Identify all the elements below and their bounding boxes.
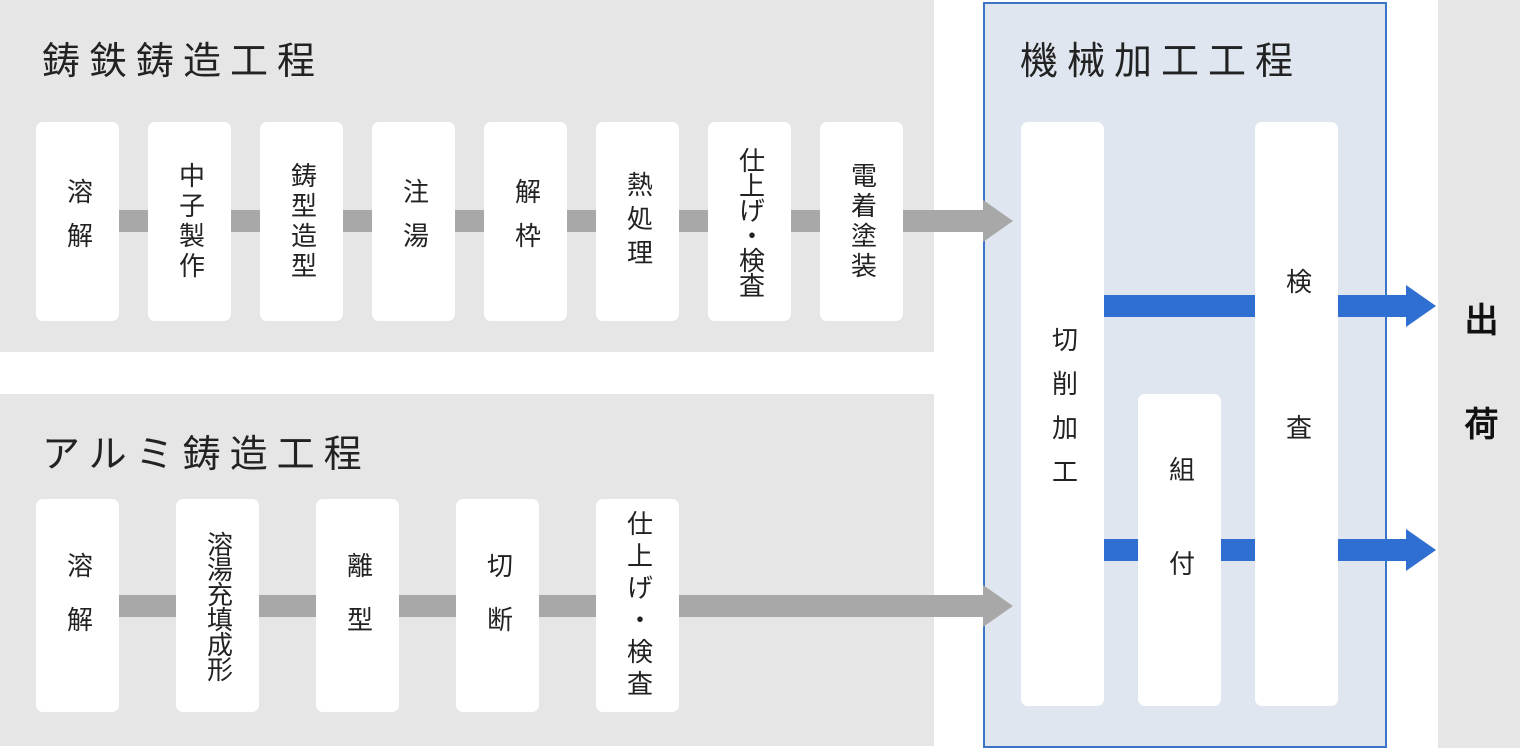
step-label: 溶解 — [62, 551, 93, 660]
ship-lower-arrowhead — [1406, 529, 1436, 571]
step-label: 熱処理 — [622, 170, 653, 273]
iron-step-shakeout: 解枠 — [484, 122, 567, 321]
step-label: 注湯 — [398, 177, 429, 266]
shipping-label: 出荷 — [1458, 302, 1498, 510]
machining-step-assembly: 組付 — [1138, 394, 1221, 706]
assembly-to-inspection-line — [1221, 539, 1255, 561]
step-label: 仕上げ・検査 — [622, 509, 653, 702]
step-label: 切削加工 — [1047, 326, 1078, 502]
iron-step-finishing-inspection: 仕上げ・検査 — [708, 122, 791, 321]
shipping-panel — [1438, 0, 1520, 748]
step-label: 鋳型造型 — [286, 161, 317, 282]
aluminum-step-finishing-inspection: 仕上げ・検査 — [596, 499, 679, 712]
step-label: 中子製作 — [174, 161, 205, 282]
aluminum-step-cutting: 切断 — [456, 499, 539, 712]
ship-upper-arrow-line — [1337, 295, 1409, 317]
cutting-to-assembly-line — [1104, 539, 1138, 561]
machining-step-cutting: 切削加工 — [1021, 122, 1104, 706]
step-label: 溶解 — [62, 177, 93, 266]
ship-upper-arrowhead — [1406, 285, 1436, 327]
iron-step-electrodeposition: 電着塗装 — [820, 122, 903, 321]
iron-step-pouring: 注湯 — [372, 122, 455, 321]
step-label: 電着塗装 — [846, 161, 877, 282]
step-label: 切断 — [482, 551, 513, 660]
step-label: 解枠 — [510, 177, 541, 266]
aluminum-step-die-casting: 溶湯充填成形 — [176, 499, 259, 712]
iron-step-heat-treatment: 熱処理 — [596, 122, 679, 321]
machining-step-inspection: 検査 — [1255, 122, 1338, 706]
cutting-to-inspection-line — [1104, 295, 1255, 317]
step-label: 組付 — [1164, 456, 1195, 644]
aluminum-casting-title: アルミ鋳造工程 — [42, 432, 371, 476]
iron-flow-arrowhead — [983, 200, 1013, 242]
aluminum-flow-arrowhead — [983, 585, 1013, 627]
step-label: 検査 — [1281, 268, 1312, 560]
iron-step-melting: 溶解 — [36, 122, 119, 321]
iron-step-molding: 鋳型造型 — [260, 122, 343, 321]
aluminum-step-demolding: 離型 — [316, 499, 399, 712]
step-label: 仕上げ・検査 — [734, 146, 765, 297]
machining-title: 機械加工工程 — [1020, 39, 1303, 83]
step-label: 溶湯充填成形 — [202, 530, 233, 681]
ship-lower-arrow-line — [1337, 539, 1409, 561]
aluminum-step-melting: 溶解 — [36, 499, 119, 712]
iron-step-core-making: 中子製作 — [148, 122, 231, 321]
iron-casting-title: 鋳鉄鋳造工程 — [42, 39, 325, 83]
step-label: 離型 — [342, 551, 373, 660]
